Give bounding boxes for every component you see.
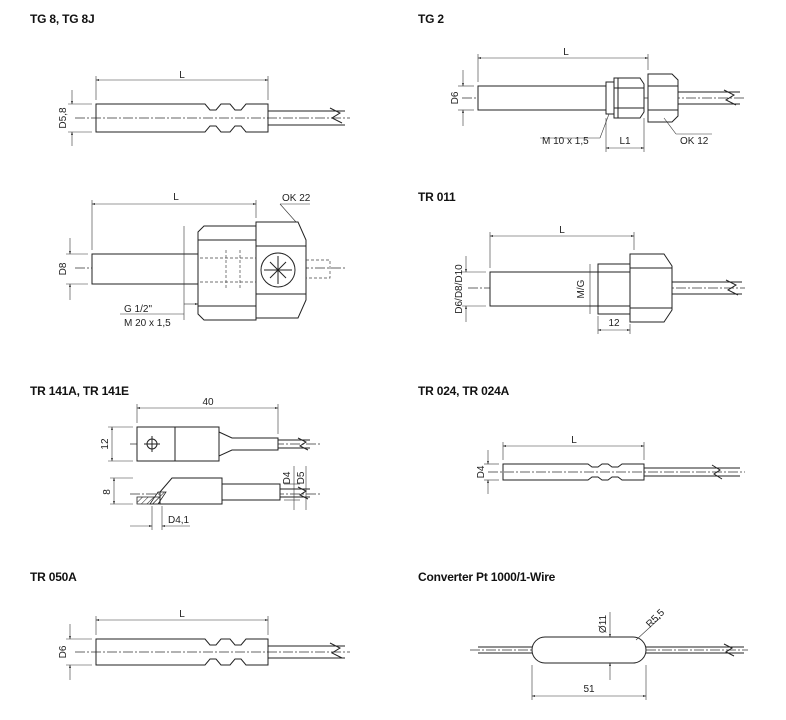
dim-tr011-D: D6/D8/D10 xyxy=(454,264,465,314)
dim-tr141-d41: D4,1 xyxy=(168,515,190,526)
drawing-tr050: L D6 xyxy=(58,609,350,680)
dim-tg8-L: L xyxy=(179,70,185,81)
title-tr141: TR 141A, TR 141E xyxy=(30,384,129,398)
dim-tr011-mg: M/G xyxy=(576,279,587,298)
dim-tr024-D: D4 xyxy=(476,465,487,478)
drawing-tr011: L D6/D8/D10 M/G 12 xyxy=(454,225,745,334)
title-tr011: TR 011 xyxy=(418,190,456,204)
dim-g12-g: G 1/2" xyxy=(124,304,152,315)
dim-tr011-w: 12 xyxy=(608,318,620,329)
dim-tg8-D: D5,8 xyxy=(58,107,69,129)
dim-tr050-L: L xyxy=(179,609,185,620)
dim-g12-ok: OK 22 xyxy=(282,193,311,204)
dim-tr141-h12: 12 xyxy=(100,438,111,450)
drawing-tr024: L D4 xyxy=(476,435,745,494)
dim-tg2-D: D6 xyxy=(450,91,461,104)
dim-g12-m: M 20 x 1,5 xyxy=(124,318,171,329)
title-tr050: TR 050A xyxy=(30,570,77,584)
dim-tr141-h8: 8 xyxy=(102,489,113,495)
dim-g12-D: D8 xyxy=(58,262,69,275)
drawing-converter: Ø11 R5,5 51 xyxy=(470,607,748,700)
dim-tr050-D: D6 xyxy=(58,645,69,658)
dim-tr011-L: L xyxy=(559,225,565,236)
dim-tr141-d4: D4 xyxy=(282,471,293,484)
drawing-g12: L D8 OK 22 G 1/2" M 20 x 1,5 xyxy=(58,192,345,329)
dim-tg2-thread: M 10 x 1,5 xyxy=(542,136,589,147)
title-tg2: TG 2 xyxy=(418,12,444,26)
dim-conv-dia: Ø11 xyxy=(598,614,609,633)
drawing-tg8: L D5,8 xyxy=(58,70,350,146)
dim-conv-len: 51 xyxy=(583,684,595,695)
drawing-tg2: L D6 M 10 x 1,5 L1 OK 12 xyxy=(450,47,745,152)
title-tr024: TR 024, TR 024A xyxy=(418,384,510,398)
dim-conv-r: R5,5 xyxy=(644,607,667,630)
title-tg8: TG 8, TG 8J xyxy=(30,12,95,26)
title-converter: Converter Pt 1000/1-Wire xyxy=(418,570,556,584)
dim-g12-L: L xyxy=(173,192,179,203)
drawing-tr141: 40 12 8 D4 D5 xyxy=(100,397,320,530)
dim-tr141-d5: D5 xyxy=(296,471,307,484)
dim-tr141-w: 40 xyxy=(202,397,214,408)
dim-tg2-L: L xyxy=(563,47,569,58)
dim-tg2-ok: OK 12 xyxy=(680,136,709,147)
dim-tg2-L1: L1 xyxy=(619,136,631,147)
dim-tr024-L: L xyxy=(571,435,577,446)
